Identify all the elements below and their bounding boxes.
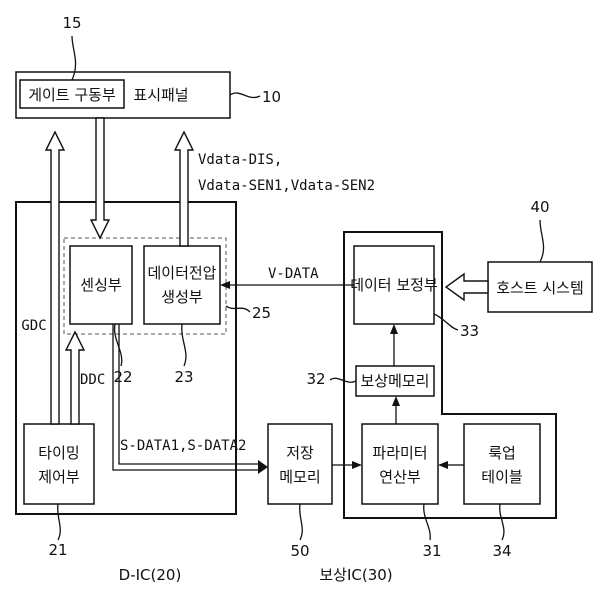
leader-31	[424, 504, 431, 540]
dic-label: D-IC(20)	[119, 566, 182, 584]
lut-to-param-arrowhead	[438, 461, 448, 469]
sdata-arrowhead	[258, 460, 268, 474]
lookup-table-label-2: 테이블	[481, 468, 522, 486]
comp-ic-label: 보상IC(30)	[319, 566, 392, 584]
panel-to-sensing-arrow	[91, 118, 109, 238]
data-voltage-gen-label-2: 생성부	[161, 288, 203, 306]
ref-32: 32	[306, 370, 325, 388]
gdc-arrow	[46, 132, 64, 424]
leader-34	[500, 504, 504, 540]
vdata-label-2: Vdata-SEN1,Vdata-SEN2	[198, 178, 375, 194]
sensing-unit-label: 센싱부	[80, 276, 122, 294]
ref-33: 33	[460, 322, 479, 340]
display-panel-label: 표시패널	[133, 86, 188, 104]
param-calc-label-2: 연산부	[379, 468, 421, 486]
vdata-label-1: Vdata-DIS,	[198, 152, 282, 168]
leader-10	[230, 93, 260, 98]
vdata-out-arrow	[175, 132, 193, 246]
ref-40: 40	[530, 198, 549, 216]
storage-memory-box	[268, 424, 332, 504]
host-system-label: 호스트 시스템	[496, 279, 584, 297]
param-to-mem-arrowhead	[392, 396, 400, 406]
ref-31: 31	[422, 542, 441, 560]
leader-21	[58, 504, 61, 540]
gate-driver-label: 게이트 구동부	[28, 86, 116, 104]
ref-15: 15	[62, 14, 81, 32]
leader-23	[182, 324, 186, 366]
leader-50	[300, 504, 303, 540]
timing-controller-label-1: 타이밍	[38, 444, 79, 462]
leader-33	[434, 314, 458, 330]
timing-controller-box	[24, 424, 94, 504]
vdata-in-label: V-DATA	[268, 266, 319, 282]
leader-25	[226, 306, 250, 312]
lookup-table-box	[464, 424, 540, 504]
storage-memory-label-1: 저장	[286, 444, 314, 462]
lookup-table-label-1: 룩업	[488, 444, 516, 462]
leader-22	[115, 324, 122, 366]
gdc-label: GDC	[21, 318, 46, 334]
ref-34: 34	[492, 542, 511, 560]
timing-controller-label-2: 제어부	[38, 468, 80, 486]
mem-to-comp-arrowhead	[390, 324, 398, 334]
sdata-label: S-DATA1,S-DATA2	[120, 438, 246, 454]
ref-22: 22	[113, 368, 132, 386]
ref-50: 50	[290, 542, 309, 560]
host-to-comp-arrow	[446, 274, 488, 300]
ref-21: 21	[48, 541, 67, 559]
data-comp-label: 데이터 보정부	[350, 276, 438, 294]
param-calc-label-1: 파라미터	[372, 444, 427, 462]
storage-to-param-arrowhead	[352, 461, 362, 469]
comp-memory-label: 보상메모리	[360, 372, 429, 390]
leader-40	[540, 220, 544, 262]
ref-23: 23	[174, 368, 193, 386]
data-voltage-gen-label-1: 데이터전압	[147, 264, 216, 282]
ddc-label: DDC	[80, 372, 105, 388]
ref-10: 10	[262, 88, 281, 106]
ref-25: 25	[252, 304, 271, 322]
vdata-arrowhead	[220, 281, 230, 289]
param-calc-box	[362, 424, 438, 504]
storage-memory-label-2: 메모리	[279, 468, 320, 486]
data-voltage-gen-box	[144, 246, 220, 324]
